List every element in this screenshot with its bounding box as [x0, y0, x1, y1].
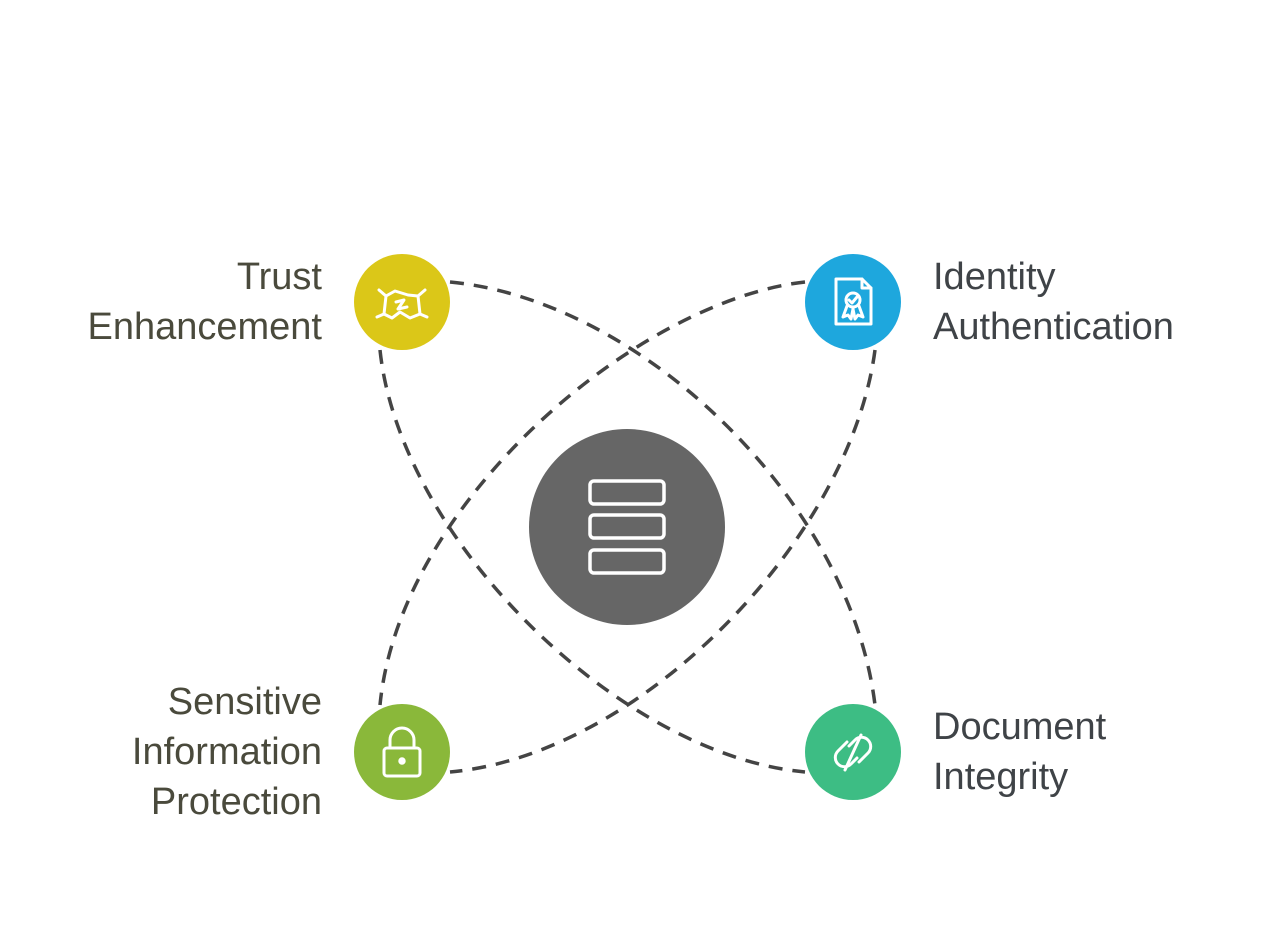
trust-enhancement-label: Trust Enhancement: [88, 252, 323, 352]
sensitive-label-line-3: Protection: [150, 781, 322, 823]
sensitive-information-protection-node: [354, 704, 450, 800]
handshake-icon: [375, 288, 429, 320]
center-node: [529, 429, 725, 625]
sensitive-label-line-1: Sensitive: [167, 681, 322, 723]
trust-label-line-1: Trust: [236, 256, 322, 298]
trust-label-line-2: Enhancement: [87, 306, 323, 348]
document-integrity-label: Document Integrity: [933, 702, 1106, 802]
integrity-label-line-2: Integrity: [933, 756, 1069, 798]
padlock-icon: [382, 726, 422, 778]
sensitive-label-line-2: Information: [131, 731, 322, 773]
arc-trust-to-integrity-upper: [449, 280, 877, 706]
server-stack-icon: [588, 479, 666, 575]
identity-label-line-1: Identity: [933, 256, 1056, 298]
identity-authentication-label: Identity Authentication: [933, 252, 1174, 352]
arc-trust-to-integrity-lower: [378, 349, 806, 774]
arc-identity-to-sensitive-lower: [449, 349, 877, 774]
integrity-label-line-1: Document: [933, 706, 1107, 748]
link-chain-icon: [833, 733, 873, 772]
arc-identity-to-sensitive-upper: [378, 280, 806, 706]
identity-label-line-2: Authentication: [933, 306, 1174, 348]
sensitive-information-protection-label: Sensitive Information Protection: [132, 677, 322, 827]
certificate-document-icon: [834, 277, 873, 326]
